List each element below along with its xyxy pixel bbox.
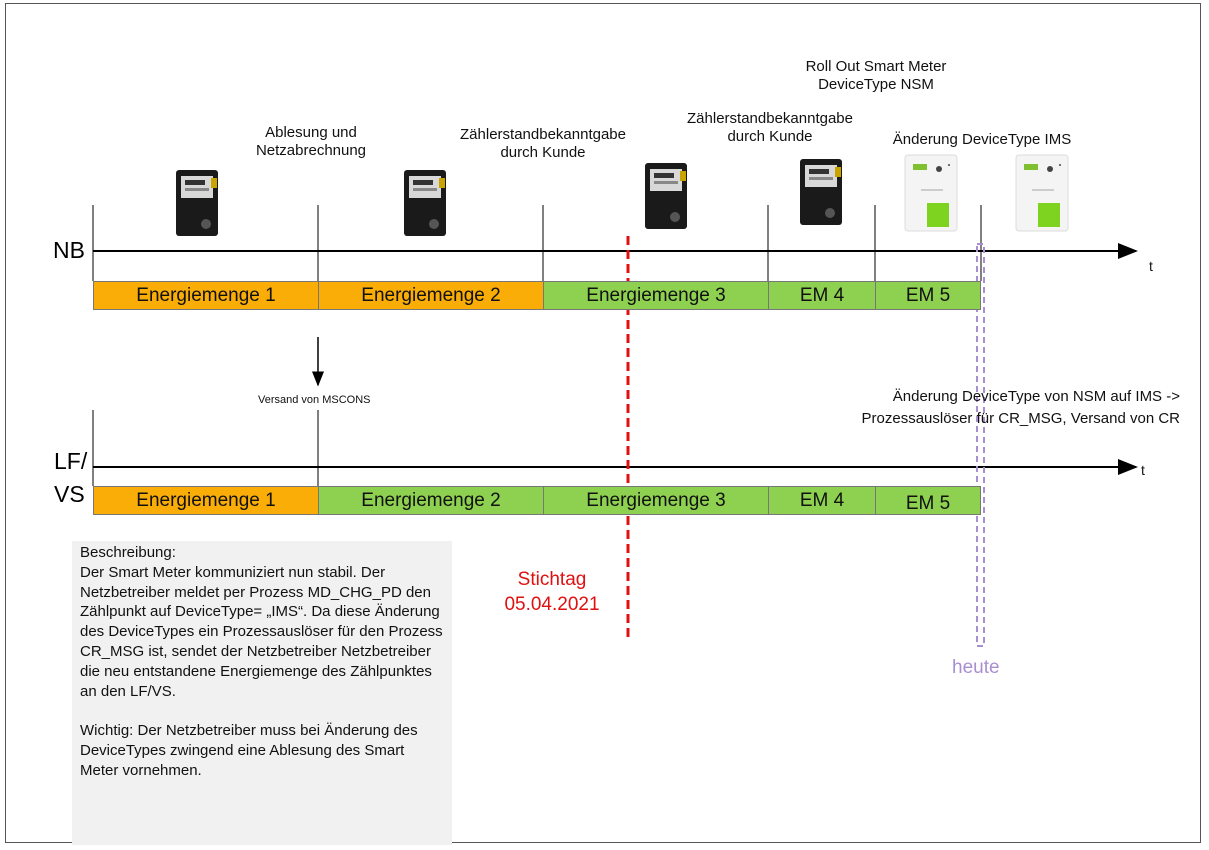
nb-segment: EM 4 [768,281,876,310]
nb-time-label: t [1149,258,1153,274]
smart-meter-icon [904,154,958,232]
nb-segment: Energiemenge 2 [318,281,544,310]
lfvs-segment: Energiemenge 2 [318,486,544,515]
versand-label: Versand von MSCONS [258,394,371,406]
annotation-ablesung: Ablesung und Netzabrechnung [255,124,367,159]
description-paragraph-1: Beschreibung: Der Smart Meter kommunizie… [80,544,443,700]
electric-meter-icon [645,163,687,229]
annotation-rollout: Roll Out Smart Meter DeviceType NSM [805,58,947,93]
lfvs-segment: EM 5 [875,486,981,515]
lfvs-segment: Energiemenge 1 [93,486,319,515]
change-note: Änderung DeviceType von NSM auf IMS -> P… [861,388,1180,427]
diagram-frame [5,3,1201,843]
heute-label: heute [952,657,1000,678]
description-paragraph-2: Wichtig: Der Netzbetreiber muss bei Ände… [80,722,418,779]
nb-axis-label: NB [53,237,85,263]
lfvs-axis-label-line1: LF/ [54,448,88,474]
electric-meter-icon [404,170,446,236]
electric-meter-icon [800,159,842,225]
heute-line [976,243,985,647]
smart-meter-icon [1015,154,1069,232]
description-box: Beschreibung: Der Smart Meter kommunizie… [72,541,452,845]
lfvs-axis-label-line2: VS [54,481,85,507]
nb-segment: Energiemenge 3 [543,281,769,310]
nb-segment: Energiemenge 1 [93,281,319,310]
annotation-zaehlerstand-1: Zählerstandbekanntgabe durch Kunde [460,126,626,161]
nb-segment: EM 5 [875,281,981,310]
electric-meter-icon [176,170,218,236]
annotation-zaehlerstand-2: Zählerstandbekanntgabe durch Kunde [687,110,853,145]
annotation-aenderung-ims: Änderung DeviceType IMS [892,131,1072,148]
lfvs-segment: EM 4 [768,486,876,515]
lfvs-time-label: t [1141,462,1145,478]
stichtag-label: Stichtag 05.04.2021 [504,569,600,615]
lfvs-segment: Energiemenge 3 [543,486,769,515]
